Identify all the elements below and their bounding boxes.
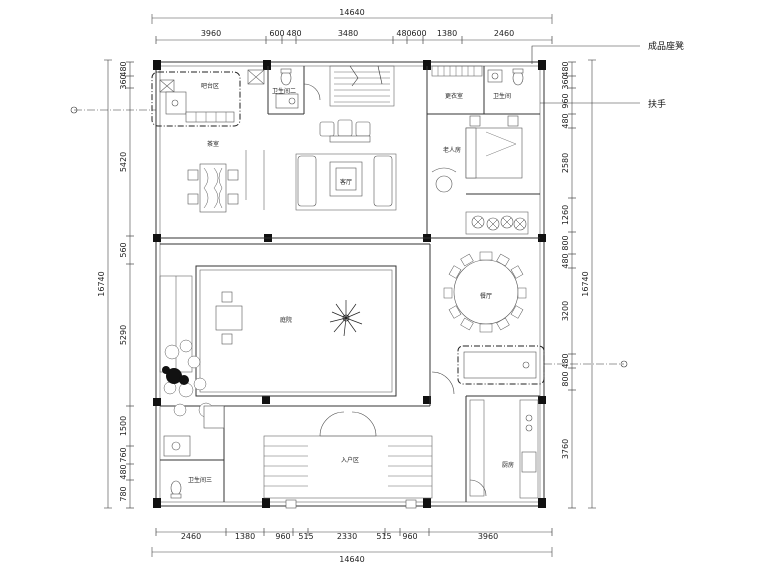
tree-icon [162, 366, 189, 385]
right-dim-5: 2580 [561, 153, 570, 173]
entry: 入户区 [263, 411, 433, 509]
top-dim-1: 3960 [201, 29, 221, 38]
courtyard-label: 庭院 [280, 316, 292, 324]
annotations: 成品座凳 扶手 [531, 40, 684, 110]
left-dim-1: 480 [119, 61, 128, 76]
left-dim-8: 480 [119, 464, 128, 479]
left-dimensions: 16740 480 360 5420 560 5290 1500 760 480… [97, 59, 134, 509]
top-dim-6: 600 [411, 29, 426, 38]
right-dim-2: 360 [561, 74, 570, 89]
bathroom-three: 卫生间三 [163, 405, 225, 499]
bottom-dim-2: 1380 [235, 532, 255, 541]
tea-room-label: 茶室 [207, 140, 219, 148]
right-dim-8: 480 [561, 253, 570, 268]
living-room: 客厅 [295, 119, 397, 211]
courtyard-plant-icon [329, 300, 363, 337]
plant-row [465, 211, 529, 235]
bottom-dim-3: 960 [275, 532, 290, 541]
living-room-label: 客厅 [340, 178, 352, 186]
bathroom-two-top-label: 卫生间二 [272, 87, 296, 95]
top-dim-8: 2460 [494, 29, 514, 38]
tea-room: 茶室 [187, 140, 265, 213]
bottom-dim-8: 3960 [478, 532, 498, 541]
bar-area: 吧台区 [151, 71, 241, 127]
interior-walls [160, 66, 540, 502]
closet: 更衣室 [431, 65, 483, 100]
bottom-dim-7: 960 [402, 532, 417, 541]
left-dim-3: 5420 [119, 152, 128, 172]
left-dim-5: 5290 [119, 325, 128, 345]
left-dim-9: 780 [119, 486, 128, 501]
right-dim-9: 3200 [561, 301, 570, 321]
left-dim-4: 560 [119, 242, 128, 257]
bathroom-top-right-label: 卫生间 [493, 92, 511, 100]
top-dim-7: 1380 [437, 29, 457, 38]
top-dim-5: 480 [396, 29, 411, 38]
elder-bedroom: 老人房 [431, 115, 523, 193]
right-dim-7: 800 [561, 235, 570, 250]
kitchen-label: 厨房 [502, 461, 514, 469]
door-swings [303, 83, 487, 497]
bathroom-three-label: 卫生间三 [188, 476, 212, 484]
right-total-dim: 16740 [581, 271, 590, 296]
closet-label: 更衣室 [445, 92, 463, 100]
bottom-dim-5: 2330 [337, 532, 357, 541]
top-dim-2: 600 [269, 29, 284, 38]
bathroom-two-top: 卫生间二 [247, 68, 299, 109]
elder-bedroom-label: 老人房 [443, 146, 461, 154]
stool-note: 成品座凳 [648, 40, 684, 52]
bottom-dim-1: 2460 [181, 532, 201, 541]
left-dim-6: 1500 [119, 416, 128, 436]
courtyard: 庭院 [195, 265, 397, 397]
left-dim-2: 360 [119, 74, 128, 89]
right-dim-11: 800 [561, 371, 570, 386]
right-dim-6: 1260 [561, 205, 570, 225]
top-dim-3: 480 [286, 29, 301, 38]
top-dim-4: 3480 [338, 29, 358, 38]
stairs [329, 65, 395, 107]
top-dimensions: 14640 3960 600 480 3480 480 600 1380 246… [151, 8, 553, 44]
left-total-dim: 16740 [97, 271, 106, 296]
bathroom-top-right: 卫生间 [487, 68, 524, 100]
bottom-dim-4: 515 [298, 532, 313, 541]
right-dim-1: 480 [561, 61, 570, 76]
bar-label: 吧台区 [201, 82, 219, 90]
dining-room: 餐厅 [443, 251, 527, 333]
right-dim-4: 480 [561, 113, 570, 128]
handrail-note: 扶手 [648, 98, 666, 110]
kitchen: 厨房 [469, 399, 539, 499]
entry-label: 入户区 [341, 456, 359, 464]
right-dim-10: 480 [561, 353, 570, 368]
dining-room-label: 餐厅 [480, 292, 492, 300]
right-dimensions: 480 360 960 480 2580 1260 800 480 3200 4… [561, 59, 596, 509]
exterior-walls [153, 60, 546, 508]
top-total-dim: 14640 [339, 8, 364, 17]
right-dim-3: 960 [561, 93, 570, 108]
garden-left [159, 275, 214, 418]
bottom-dimensions: 2460 1380 960 515 2330 515 960 3960 1464… [151, 528, 553, 564]
right-dim-12: 3760 [561, 439, 570, 459]
sideboard [457, 345, 545, 385]
bottom-dim-6: 515 [376, 532, 391, 541]
bottom-total-dim: 14640 [339, 555, 364, 564]
left-dim-7: 760 [119, 447, 128, 462]
